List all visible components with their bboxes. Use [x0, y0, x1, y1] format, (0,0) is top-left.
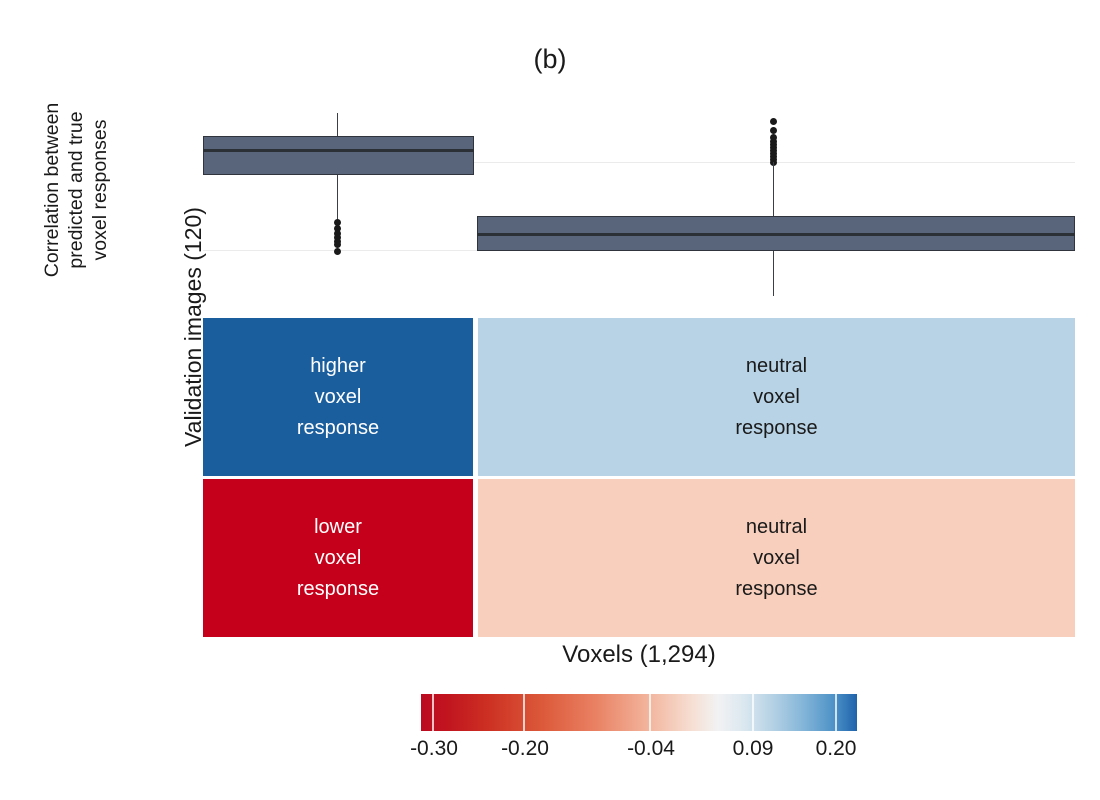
outlier-point: [334, 230, 341, 237]
boxplot-y-axis-label: Correlation between predicted and true v…: [40, 60, 111, 320]
colorbar-tick-mark: [835, 694, 837, 731]
colorbar-tick-mark: [523, 694, 525, 731]
heatmap-x-axis-label: Voxels (1,294): [562, 641, 716, 668]
colorbar-tick-mark: [752, 694, 754, 731]
heatmap-cell-bottom-left-label: lower voxel response: [203, 479, 473, 637]
cell-line-1: neutral: [745, 354, 808, 377]
median-right: [477, 233, 1075, 236]
page-title: (b): [533, 44, 567, 74]
gridline-0-5: [203, 162, 1075, 163]
heatmap-cell-bottom-right: neutral voxel response: [478, 479, 1075, 637]
heatmap-cell-top-right-label: neutral voxel response: [478, 318, 1075, 476]
whisker-lower-left: [337, 175, 339, 220]
outlier-point: [770, 134, 777, 141]
colorbar-tick-mark: [432, 694, 434, 731]
boxplot-y-axis-label-line-3: voxel responses: [89, 119, 111, 261]
heatmap-cell-bottom-right-label: neutral voxel response: [478, 479, 1075, 637]
outlier-point: [770, 118, 777, 125]
colorbar: [421, 694, 857, 731]
cell-line-2: voxel: [314, 385, 362, 408]
heatmap-cell-top-left: higher voxel response: [203, 318, 473, 476]
boxplot-panel: [203, 100, 1075, 305]
colorbar-tick-label-4: 0.09: [732, 737, 774, 760]
median-left: [203, 149, 474, 152]
cell-line-1: lower: [314, 515, 362, 538]
colorbar-tick-mark: [649, 694, 651, 731]
cell-line-3: response: [735, 416, 818, 439]
outlier-point: [770, 127, 777, 134]
cell-line-3: response: [296, 416, 380, 439]
heatmap-cell-bottom-left: lower voxel response: [203, 479, 473, 637]
boxplot-y-axis-label-line-1: Correlation between: [41, 102, 63, 278]
cell-line-2: voxel: [753, 385, 800, 408]
colorbar-tick-label-1: -0.30: [410, 737, 458, 760]
cell-line-1: neutral: [745, 515, 808, 538]
heatmap-cell-top-right: neutral voxel response: [478, 318, 1075, 476]
outlier-point: [334, 225, 341, 232]
heatmap-cell-top-left-label: higher voxel response: [203, 318, 473, 476]
outlier-point: [334, 248, 341, 255]
cell-line-3: response: [735, 577, 818, 600]
whisker-lower-right: [773, 251, 775, 296]
cell-line-2: voxel: [753, 546, 800, 569]
colorbar-gradient: [421, 694, 857, 731]
outlier-point: [334, 219, 341, 226]
outlier-point: [334, 241, 341, 248]
box-left: [203, 136, 474, 175]
cell-line-3: response: [296, 577, 380, 600]
whisker-upper-right: [773, 162, 775, 216]
boxplot-y-axis-label-line-2: predicted and true: [65, 111, 87, 269]
colorbar-tick-label-5: 0.20: [815, 737, 857, 760]
whisker-upper-left: [337, 113, 339, 136]
colorbar-tick-label-2: -0.20: [501, 737, 549, 760]
outlier-point: [334, 234, 341, 241]
colorbar-tick-label-3: -0.04: [627, 737, 675, 760]
cell-line-1: higher: [310, 354, 366, 377]
cell-line-2: voxel: [314, 546, 362, 569]
